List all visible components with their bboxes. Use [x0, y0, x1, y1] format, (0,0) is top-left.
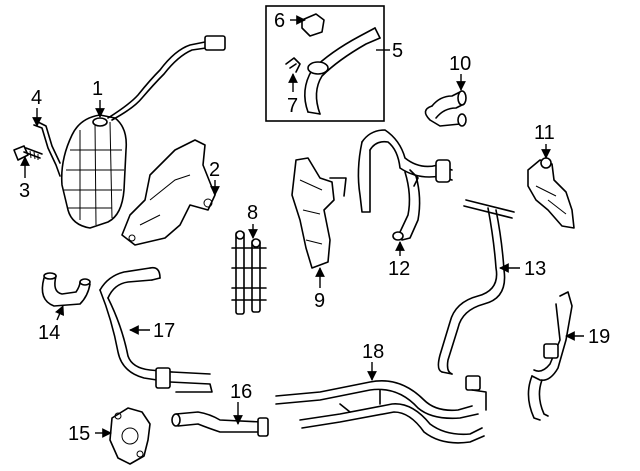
callout-6: 6: [274, 10, 285, 32]
part-12-hose: [357, 129, 453, 241]
callout-leaders: [20, 15, 584, 438]
callout-17: 17: [153, 320, 175, 342]
part-18-pipe: [275, 375, 487, 444]
callout-2: 2: [209, 159, 220, 181]
part-6-clamp: [301, 13, 325, 37]
callout-9: 9: [314, 290, 325, 312]
callout-14: 14: [38, 322, 60, 344]
part-14-elbow-hose: [41, 272, 91, 307]
part-15-housing: [109, 407, 151, 465]
part-7-clamp: [285, 57, 301, 73]
callout-7: 7: [287, 95, 298, 117]
part-8-connector: [231, 230, 267, 315]
part-5-hose: [304, 27, 381, 115]
callout-3: 3: [19, 180, 30, 202]
callout-13: 13: [524, 258, 546, 280]
callout-16: 16: [230, 381, 252, 403]
callout-1: 1: [92, 78, 103, 100]
callout-18: 18: [362, 341, 384, 363]
callout-4: 4: [31, 87, 42, 109]
part-16-hose: [171, 411, 269, 437]
callout-10: 10: [449, 53, 471, 75]
callout-labels: 1 2 3 4 5 6 7 8 9 10 11 12 13 14 15 16 1…: [19, 10, 610, 445]
part-1-reservoir-tank: [60, 35, 226, 229]
part-10-hose: [424, 90, 467, 127]
callout-12: 12: [388, 258, 410, 280]
part-9-bracket: [291, 157, 347, 269]
part-19-hose: [527, 291, 573, 421]
callout-11: 11: [534, 122, 555, 144]
callout-5: 5: [392, 40, 403, 62]
part-4-clip: [33, 121, 61, 177]
callout-8: 8: [247, 202, 258, 224]
callout-19: 19: [588, 326, 610, 348]
inset-box: [265, 5, 385, 122]
part-11-valve: [527, 157, 575, 229]
part-17-hose: [99, 266, 213, 393]
part-2-bracket: [121, 139, 216, 246]
callout-15: 15: [68, 423, 90, 445]
part-13-hose: [437, 199, 515, 375]
part-3-bolt: [13, 145, 43, 161]
